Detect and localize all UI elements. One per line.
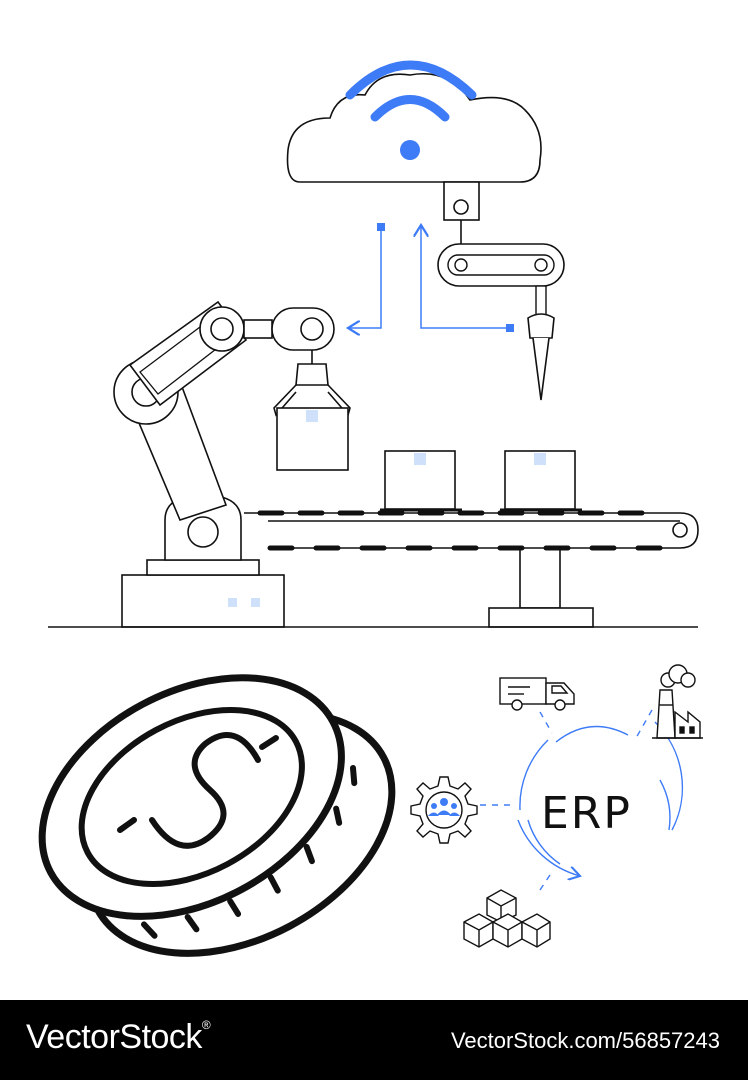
erp-label: ERP bbox=[541, 788, 632, 839]
truck-icon bbox=[499, 677, 575, 711]
conveyor-belt-icon bbox=[244, 450, 699, 628]
dollar-sign-icon bbox=[117, 732, 279, 849]
erp-cycle: ERP bbox=[480, 709, 684, 891]
data-flow-arrows bbox=[348, 223, 514, 332]
cubes-icon bbox=[463, 889, 551, 948]
box-icon bbox=[500, 450, 582, 512]
watermark-footer: VectorStock® VectorStock.com/56857243 bbox=[0, 1000, 748, 1080]
box-icon bbox=[380, 450, 462, 512]
cloud-wifi-icon bbox=[286, 60, 542, 183]
factory-icon bbox=[652, 664, 703, 739]
box-icon bbox=[276, 407, 349, 471]
gear-people-icon bbox=[410, 776, 478, 844]
illustration-canvas: ERP bbox=[38, 60, 703, 957]
robot-arm-icon bbox=[113, 300, 351, 628]
brand-text: VectorStock bbox=[26, 1018, 202, 1056]
vectorstock-logo[interactable]: VectorStock® bbox=[26, 1018, 211, 1057]
hanging-tool-icon bbox=[437, 181, 565, 401]
coin-dollar-icon bbox=[38, 674, 396, 957]
registered-mark: ® bbox=[201, 1018, 211, 1032]
image-id-text: VectorStock.com/56857243 bbox=[450, 1028, 720, 1053]
